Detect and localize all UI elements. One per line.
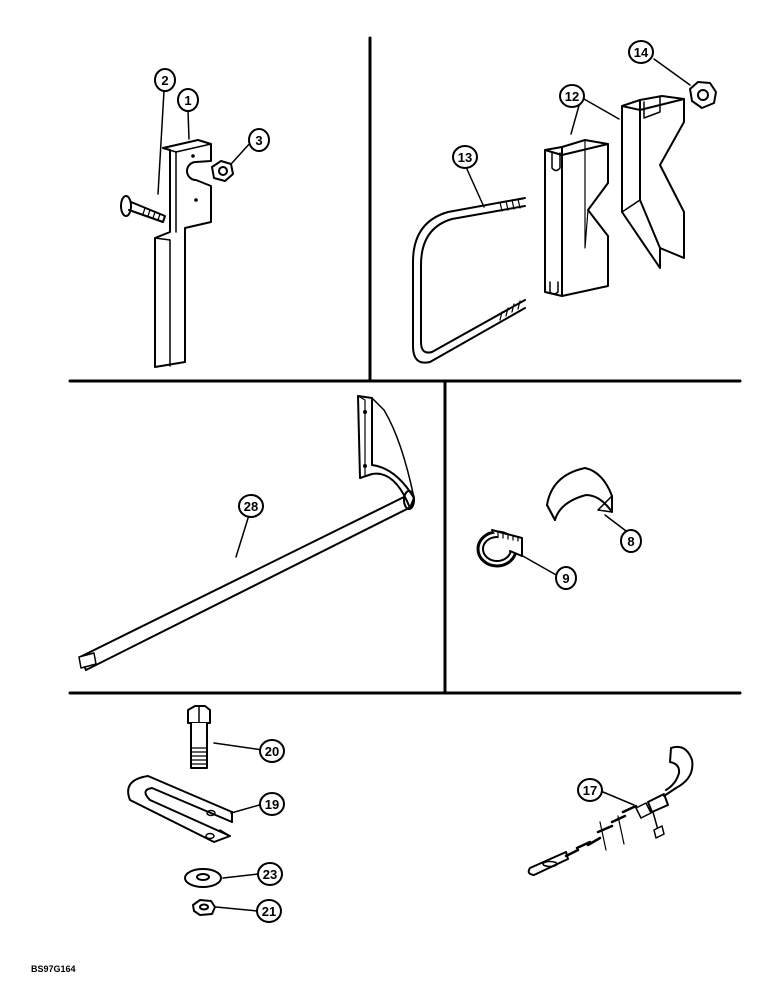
callout-2: 2 xyxy=(154,68,176,92)
callout-9: 9 xyxy=(555,566,577,590)
callout-label-21: 21 xyxy=(262,904,276,919)
callout-19: 19 xyxy=(259,792,285,816)
callout-label-9: 9 xyxy=(562,571,569,586)
callout-label-23: 23 xyxy=(263,867,277,882)
callout-label-14: 14 xyxy=(634,45,649,60)
hex-nut-part-21 xyxy=(192,899,216,916)
callout-3: 3 xyxy=(248,128,270,152)
callout-label-28: 28 xyxy=(244,499,258,514)
callout-21: 21 xyxy=(256,899,282,923)
callout-label-8: 8 xyxy=(627,534,634,549)
callout-20: 20 xyxy=(259,739,285,763)
callout-13: 13 xyxy=(452,145,478,169)
u-bolt-part-13 xyxy=(412,197,526,364)
panel-dividers xyxy=(68,36,742,695)
callout-label-3: 3 xyxy=(255,133,262,148)
bracket-part-1 xyxy=(154,139,212,368)
callout-label-12: 12 xyxy=(565,89,579,104)
callout-23: 23 xyxy=(257,862,283,886)
channel-bracket-part-12-left xyxy=(544,139,609,297)
callout-label-20: 20 xyxy=(265,744,279,759)
callout-17: 17 xyxy=(577,778,603,802)
callout-12: 12 xyxy=(559,84,585,108)
callout-8: 8 xyxy=(620,529,642,553)
callout-label-19: 19 xyxy=(265,797,279,812)
carriage-bolt-part-2 xyxy=(120,195,166,223)
callout-label-13: 13 xyxy=(458,150,472,165)
washer-part-23 xyxy=(184,868,222,888)
nut-part-3 xyxy=(211,160,234,182)
u-strap-part-19 xyxy=(127,775,233,843)
chain-part-17 xyxy=(527,745,694,876)
bolt-part-20 xyxy=(187,705,211,769)
channel-bracket-part-12-right xyxy=(621,95,685,269)
callout-label-17: 17 xyxy=(583,783,597,798)
figure-code: BS97G164 xyxy=(31,964,76,974)
callout-1: 1 xyxy=(177,88,199,112)
callout-label-2: 2 xyxy=(161,73,168,88)
leader-lines xyxy=(157,58,691,912)
callout-label-1: 1 xyxy=(184,93,191,108)
callouts: 1 2 3 13 12 14 28 8 xyxy=(154,40,654,923)
callout-28: 28 xyxy=(238,494,264,518)
sleeve-part-8 xyxy=(546,467,613,521)
callout-14: 14 xyxy=(628,40,654,64)
nut-part-14 xyxy=(689,81,717,109)
hose-clamp-part-9 xyxy=(476,529,523,568)
rod-part-28 xyxy=(78,395,415,671)
